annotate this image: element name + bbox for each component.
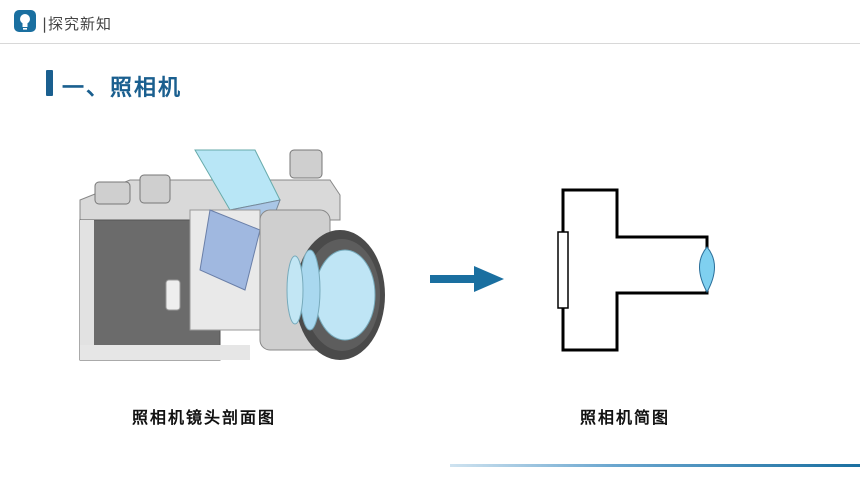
section-marker — [46, 70, 53, 96]
logo — [14, 10, 36, 32]
header-title: |探究新知 — [42, 15, 113, 33]
lightbulb-icon — [20, 14, 30, 30]
bottom-accent-line — [450, 464, 860, 467]
lens — [699, 246, 715, 294]
caption-schematic: 照相机简图 — [580, 408, 671, 427]
section-title: 一、照相机 — [62, 76, 183, 101]
camera-cutaway-illustration — [79, 149, 385, 361]
arrow-right-icon — [430, 266, 504, 292]
header-divider — [0, 43, 860, 44]
camera-schematic-diagram — [557, 188, 715, 352]
header-bar: |探究新知 — [0, 0, 860, 44]
film-plate — [557, 231, 569, 309]
caption-cutaway: 照相机镜头剖面图 — [132, 408, 277, 427]
